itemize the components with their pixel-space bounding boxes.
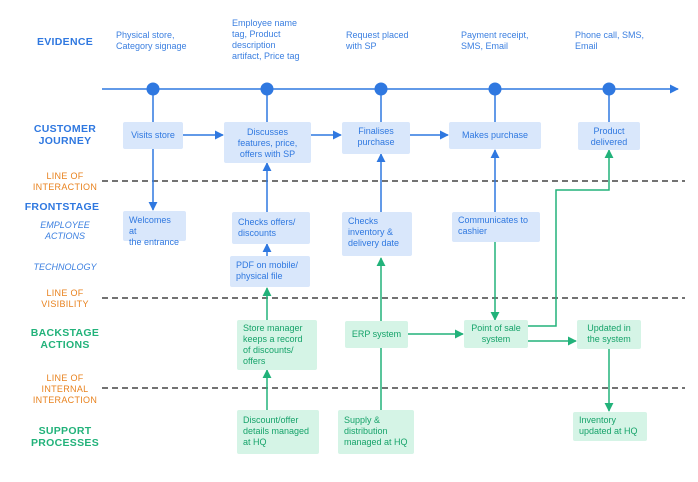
row-label-technology: TECHNOLOGY xyxy=(33,262,97,272)
support-inventory-hq[interactable]: Inventory updated at HQ xyxy=(573,412,647,441)
journey-finalises-purchase[interactable]: Finalises purchase xyxy=(342,122,410,154)
support-discount-hq[interactable]: Discount/offer details managed at HQ xyxy=(237,410,319,454)
evidence-2: Employee name tag, Product description a… xyxy=(232,18,300,61)
employee-communicates[interactable]: Communicates to cashier xyxy=(452,212,540,242)
journey-product-delivered[interactable]: Product delivered xyxy=(578,122,640,150)
row-label-employee-actions: EMPLOYEE ACTIONS xyxy=(40,220,90,241)
row-label-support-processes: SUPPORT PROCESSES xyxy=(30,425,100,449)
row-label-evidence: EVIDENCE xyxy=(36,36,94,48)
backstage-store-manager[interactable]: Store manager keeps a record of discount… xyxy=(237,320,317,370)
evidence-3: Request placed with SP xyxy=(346,30,409,51)
journey-makes-purchase[interactable]: Makes purchase xyxy=(449,122,541,149)
row-label-frontstage: FRONTSTAGE xyxy=(24,201,100,213)
employee-welcomes[interactable]: Welcomes at the entrance xyxy=(123,211,186,247)
timeline-dot-1 xyxy=(146,82,160,96)
timeline-dot-5 xyxy=(602,82,616,96)
row-label-line-of-visibility: LINE OF VISIBILITY xyxy=(41,288,89,309)
support-supply-hq[interactable]: Supply & distribution managed at HQ xyxy=(338,410,414,454)
row-label-customer-journey: CUSTOMER JOURNEY xyxy=(33,123,97,147)
evidence-1: Physical store, Category signage xyxy=(116,30,187,51)
timeline-dot-2 xyxy=(260,82,274,96)
journey-discusses[interactable]: Discusses features, price, offers with S… xyxy=(224,122,311,163)
backstage-updated-system[interactable]: Updated in the system xyxy=(577,320,641,349)
timeline-dot-3 xyxy=(374,82,388,96)
technology-pdf[interactable]: PDF on mobile/ physical file xyxy=(230,256,310,287)
row-label-backstage-actions: BACKSTAGE ACTIONS xyxy=(30,327,100,351)
row-label-line-of-interaction: LINE OF INTERACTION xyxy=(32,171,98,192)
journey-visits-store[interactable]: Visits store xyxy=(123,122,183,149)
backstage-pos-system[interactable]: Point of sale system xyxy=(464,320,528,348)
timeline-dot-4 xyxy=(488,82,502,96)
employee-checks-offers[interactable]: Checks offers/ discounts xyxy=(232,212,310,244)
evidence-5: Phone call, SMS, Email xyxy=(575,30,645,51)
arrow-pos-to-product-delivered xyxy=(528,149,614,327)
row-label-line-of-internal-interaction: LINE OF INTERNAL INTERACTION xyxy=(32,373,98,405)
backstage-erp-system[interactable]: ERP system xyxy=(345,321,408,348)
employee-checks-inventory[interactable]: Checks inventory & delivery date xyxy=(342,212,412,256)
evidence-4: Payment receipt, SMS, Email xyxy=(461,30,529,51)
